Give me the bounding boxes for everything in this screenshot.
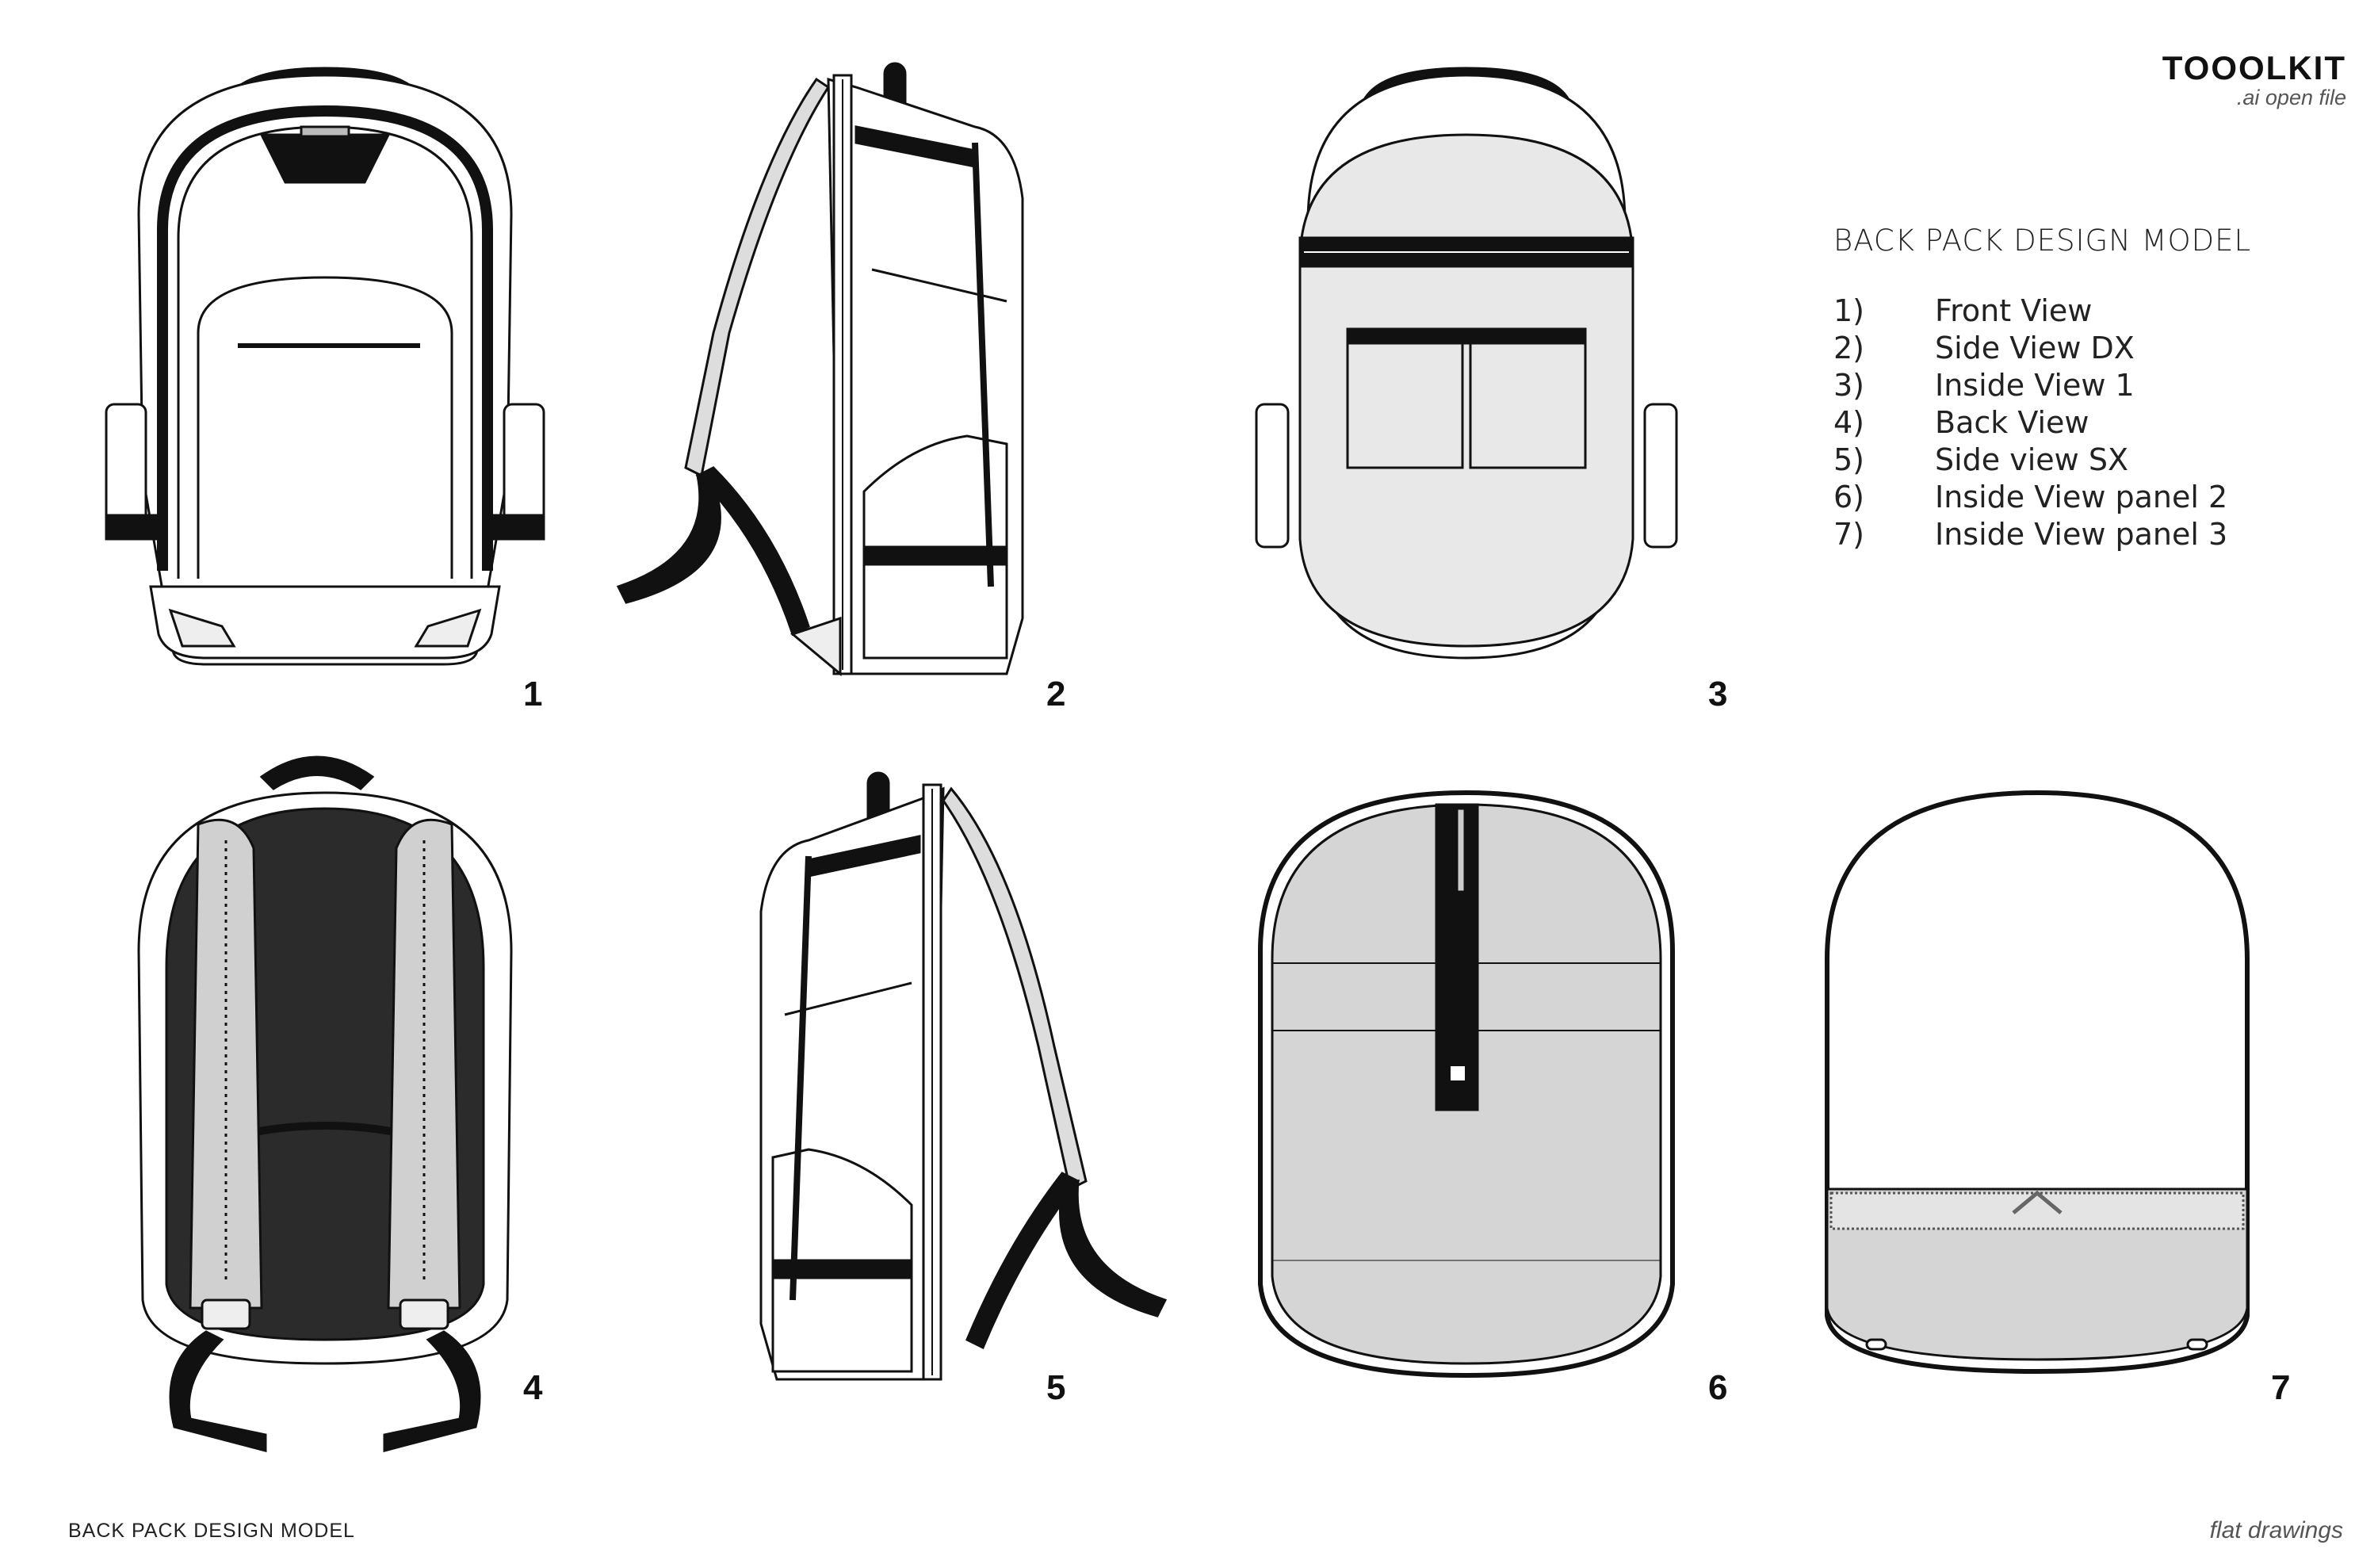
panel3-zip-pull (2012, 1190, 2063, 1214)
legend-item: 6) Inside View panel 2 (1833, 479, 2341, 516)
front-pocket (197, 276, 453, 579)
view-number-2: 2 (1046, 675, 1065, 713)
front-base-corner-right (414, 608, 482, 648)
legend-title: BACK PACK DESIGN MODEL (1833, 224, 2252, 258)
panel3-eyelet-right (2186, 1338, 2208, 1351)
panel2-strap-patch (1451, 1066, 1465, 1080)
back-view-drawing (137, 755, 513, 1452)
view-number-5: 5 (1046, 1368, 1065, 1407)
legend-item: 3) Inside View 1 (1833, 367, 2341, 404)
legend-item-label: Inside View panel 3 (1935, 517, 2228, 552)
legend-item: 5) Side view SX (1833, 442, 2341, 479)
side-dx-pocket-band (862, 545, 1008, 566)
legend-item-label: Side view SX (1935, 442, 2128, 477)
legend-item: 4) Back View (1833, 404, 2341, 442)
views-legend: BACK PACK DESIGN MODEL 1) Front View 2) Si… (1833, 224, 2341, 553)
side-sx-lower-strap-back (965, 1172, 1080, 1350)
inside1-side-left (1255, 403, 1290, 549)
front-zipper-track (157, 105, 493, 571)
legend-item-label: Front View (1935, 293, 2093, 328)
front-strap-right (484, 514, 545, 541)
front-strap-left (105, 514, 166, 541)
panel3-lower-pocket (1826, 1187, 2249, 1361)
legend-item: 7) Inside View panel 3 (1833, 516, 2341, 553)
back-lower-strap-left (169, 1330, 267, 1452)
front-base (149, 585, 501, 660)
legend-item-number: 1) (1833, 293, 1865, 328)
inside1-side-right (1643, 403, 1678, 549)
view-number-7: 7 (2271, 1368, 2290, 1407)
side-dx-lower-strap-back (695, 466, 810, 637)
front-view-drawing (105, 67, 545, 666)
panel3-label-patch (1974, 864, 2101, 967)
front-zipper-pull (300, 125, 350, 138)
view-number-1: 1 (523, 675, 542, 713)
inside1-pocket-right (1469, 327, 1587, 469)
legend-item-number: 2) (1833, 331, 1865, 365)
legend-item-number: 6) (1833, 480, 1865, 514)
legend-item-label: Inside View panel 2 (1935, 480, 2228, 514)
view-number-3: 3 (1708, 675, 1727, 713)
side-dx-base (789, 616, 842, 677)
inside-view-panel-2-drawing (1258, 790, 1675, 1379)
view-number-6: 6 (1708, 1368, 1727, 1407)
legend-item-number: 7) (1833, 517, 1865, 552)
side-dx-zip-front (972, 142, 994, 587)
panel3-eyelet-left (1865, 1338, 1887, 1351)
panel3-mesh-band (1829, 1191, 2245, 1230)
side-dx-seam (871, 268, 1007, 303)
inside1-pocket-band (1346, 327, 1587, 345)
inside1-pocket-left (1346, 327, 1464, 469)
side-sx-pocket-band (771, 1259, 913, 1279)
inside-view-panel-3-drawing (1825, 790, 2250, 1375)
legend-item-label: Side View DX (1935, 331, 2135, 365)
back-lower-strap-right (383, 1330, 481, 1452)
front-side-pocket-right (503, 403, 545, 533)
legend-item: 1) Front View (1833, 293, 2341, 330)
legend-item-number: 4) (1833, 405, 1865, 440)
footer-caption: flat drawings (2209, 1517, 2343, 1543)
front-top-gusset (259, 133, 391, 184)
view-number-4: 4 (523, 1368, 543, 1407)
brand-name: TOOOLKIT (2162, 49, 2346, 86)
side-sx-lower-strap (1059, 1179, 1168, 1318)
brand-subtitle: .ai open file (2236, 86, 2346, 109)
legend-item: 2) Side View DX (1833, 330, 2341, 367)
legend-item-number: 5) (1833, 442, 1865, 477)
legend-item-label: Inside View 1 (1935, 368, 2135, 403)
panel2-strap-zip (1455, 807, 1466, 893)
front-base-corner-left (168, 608, 236, 648)
footer-title: BACK PACK DESIGN MODEL (68, 1520, 355, 1542)
legend-item-label: Back View (1935, 405, 2089, 440)
brand-block: TOOOLKIT .ai open file (2162, 49, 2346, 110)
back-buckle-left (201, 1298, 251, 1330)
back-handle (259, 755, 375, 790)
side-view-sx-drawing (759, 771, 1168, 1381)
side-dx-lower-strap (616, 473, 721, 604)
legend-item-number: 3) (1833, 368, 1865, 403)
side-view-dx-drawing (616, 62, 1024, 677)
front-side-pocket-left (105, 403, 147, 533)
side-dx-back-strap (684, 77, 831, 478)
back-buckle-right (399, 1298, 449, 1330)
inside-view-1-drawing (1255, 67, 1678, 660)
side-sx-zip-front (789, 855, 812, 1301)
side-sx-back-strap (942, 786, 1088, 1191)
